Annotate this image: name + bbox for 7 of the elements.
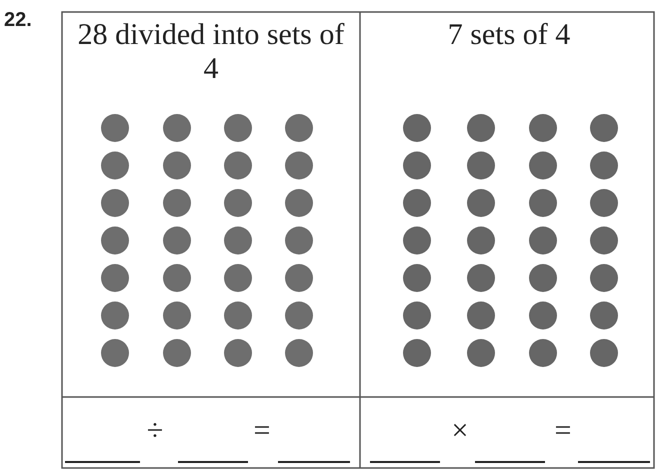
division-sign: ÷ — [146, 414, 164, 448]
panel-heading: 28 divided into sets of 4 — [76, 18, 346, 86]
question-number: 22. — [4, 8, 33, 32]
equals-sign: = — [554, 414, 572, 448]
multiplication-sign: × — [450, 414, 470, 448]
panel-heading: 7 sets of 4 — [446, 18, 572, 52]
equals-sign: = — [252, 414, 272, 448]
